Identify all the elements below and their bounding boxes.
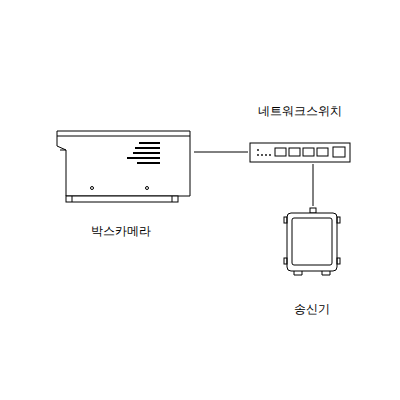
transmitter-tab [284,217,287,223]
switch-port [317,148,328,156]
box-camera-drawing [57,131,190,202]
switch-port [289,148,300,156]
switch-port [275,148,286,156]
network-switch-drawing [250,143,350,162]
switch-port [303,148,314,156]
transmitter-cover [292,218,332,265]
camera-edge [60,150,66,151]
camera-base [66,196,178,202]
switch-body [250,143,350,162]
switch-uplink-port [333,147,345,157]
camera-screw [91,187,94,190]
device-label: 박스카메라 [48,224,194,238]
cable-line [313,164,314,206]
transmitter-tab [337,217,340,223]
camera-node: 박스카메라 [48,126,194,238]
device-label: 송신기 [281,302,343,316]
switch-leds [257,149,271,156]
camera-lid [57,136,190,137]
transmitter-connector [310,208,316,213]
camera-body [57,131,190,196]
transmitter-tab [284,258,287,264]
transmitter-node: 송신기 [281,206,343,316]
transmitter-housing [287,213,337,271]
cable-line [194,152,248,153]
camera-base-detail [72,196,172,202]
transmitter-terminals [294,271,330,275]
transmitter-tab [337,258,340,264]
device-label: 네트워크스위치 [248,104,352,118]
transmitter-drawing [284,208,340,275]
camera-screw [146,187,149,190]
camera-vents [127,143,160,163]
switch-node: 네트워크스위치 [248,104,352,164]
